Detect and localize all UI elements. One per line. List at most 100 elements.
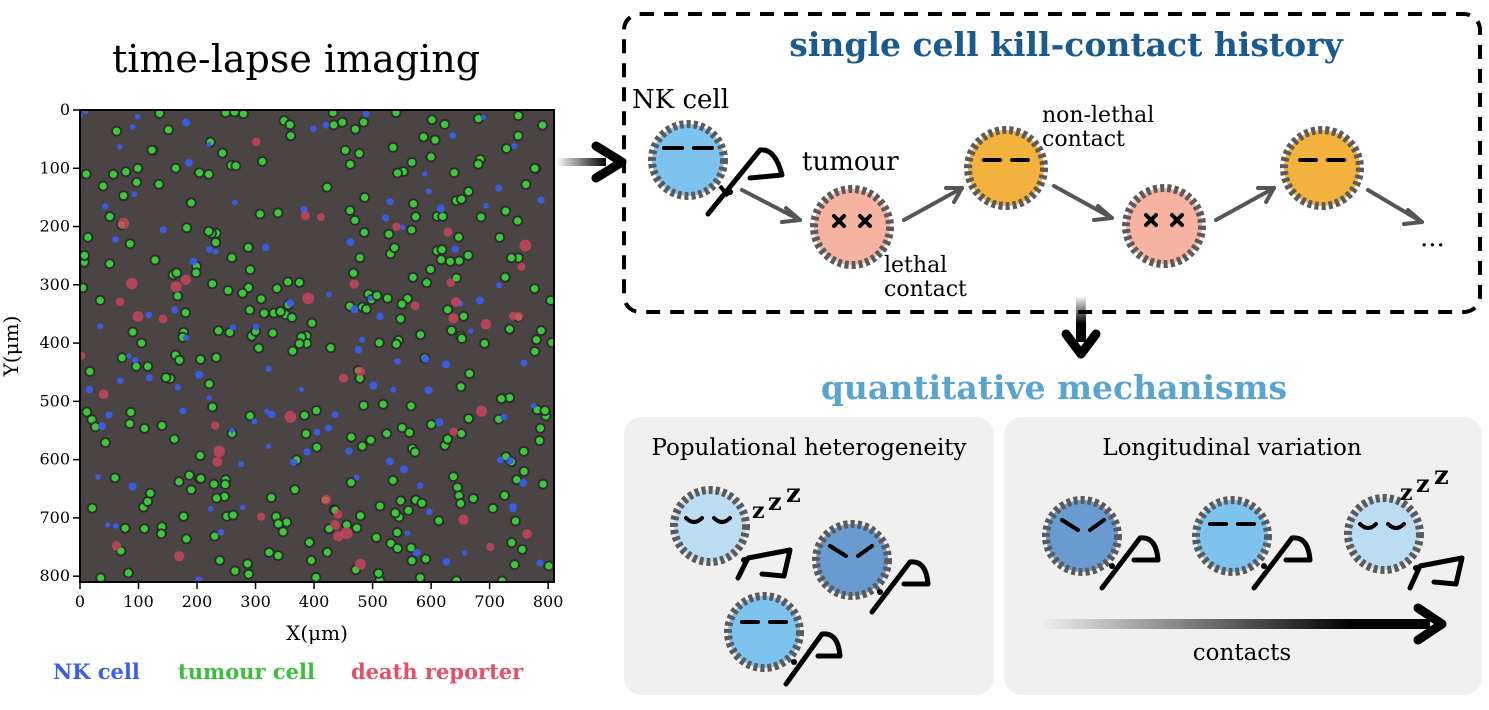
cell-dot [289,458,298,466]
cell-dot [80,351,86,360]
cell-dot [422,555,430,563]
cell-dot [448,313,459,324]
cell-dot [346,238,355,247]
cell-dot [308,319,316,327]
cell-dot [279,528,287,536]
cell-dot [118,354,126,362]
cell-dot [367,436,375,444]
cell-dot [129,328,137,336]
cell-dot [216,556,224,565]
cell-dot [358,442,366,450]
cell-dot [423,279,431,287]
cell-dot [393,169,402,177]
cell-dot [386,457,394,466]
cell-dot [441,360,451,369]
cell-dot [452,577,461,582]
cell-dot [410,301,420,311]
cell-dot [496,282,503,289]
cell-dot [427,421,435,429]
cell-dot [392,340,400,348]
cell-dot [399,465,408,474]
cell-dot [312,406,320,415]
cell-dot [291,486,299,494]
cell-dot [300,205,308,214]
cell-dot [196,451,204,460]
y-tick-label: 0 [60,100,70,119]
cell-dot [187,486,195,494]
cell-dot [435,418,444,427]
cell-dot [265,365,272,372]
cell-dot [127,408,135,416]
x-tick-label: 0 [75,592,85,611]
cell-dot [513,475,521,484]
cell-dot [452,274,461,282]
cell-dot [418,499,426,507]
angry-nk-cell-icon-1 [812,520,931,615]
cell-dot [251,137,261,147]
cell-dot [238,461,245,468]
cell-dot [312,573,320,582]
arrow-to-history [556,141,627,183]
cell-dot [356,512,364,520]
cell-dot [230,110,239,116]
cell-dot [443,227,453,237]
cell-dot [465,369,474,378]
cell-dot [458,514,469,525]
cell-dot [112,522,119,529]
cell-dot [244,243,252,252]
cell-dot [372,533,380,542]
history-title: single cell kill-contact history [789,25,1343,64]
cell-dot [343,521,351,529]
cell-dot [255,344,263,352]
legend-death-reporter: death reporter [351,659,524,684]
cell-dot [243,560,252,568]
cell-dot [192,269,200,277]
cell-dot [514,217,522,225]
cell-dot [229,427,235,434]
cell-dot [346,206,354,215]
x-tick-label: 100 [123,592,154,611]
cell-dot [182,334,189,341]
cell-dot [88,504,96,512]
cell-dot [205,170,213,178]
tumour-label: tumour [802,147,899,177]
cell-dot [145,311,153,319]
cell-dot [274,520,282,528]
cell-dot [408,226,416,234]
cell-dot [151,256,159,264]
cell-dot [258,157,266,166]
lethal-label-line2: contact [884,277,967,302]
cell-dot [212,248,219,255]
cell-dot [338,373,349,383]
cell-dot [398,424,406,432]
cell-dot [330,519,341,530]
cell-dot [353,474,360,481]
x-tick-label: 700 [474,592,505,611]
cell-dot [376,312,384,320]
cell-dot [514,132,522,140]
cell-dot [438,246,446,254]
cell-dot [341,146,349,154]
y-tick-label: 600 [39,450,70,469]
cell-dot [283,518,291,526]
cell-dot [447,326,456,335]
cell-dot [397,497,405,505]
cell-dot [246,266,254,274]
cell-dot [510,561,519,569]
cell-dot [210,480,218,488]
cell-dot [495,415,503,423]
cell-dot [531,285,539,293]
cell-dot [265,443,272,450]
cell-dot [212,494,221,502]
cell-dot [265,548,273,557]
cell-dot [449,473,458,481]
cell-dot [465,415,473,423]
cell-dot [356,254,364,262]
cell-dot [97,323,104,330]
cell-dot [221,480,229,489]
cell-dot [437,256,445,264]
cell-dot [132,311,144,322]
cell-dot [351,125,359,133]
cell-dot [88,416,96,424]
